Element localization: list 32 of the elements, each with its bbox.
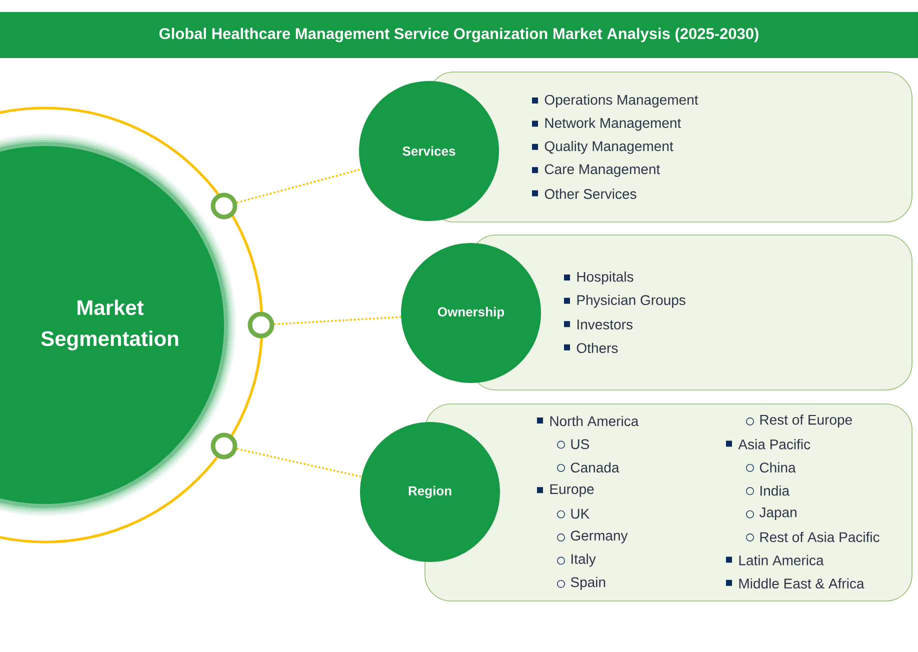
list-item: Investors: [564, 320, 632, 330]
ring-marker: [248, 312, 274, 338]
list-item: Middle East & Africa: [726, 578, 864, 589]
list-item: Other Services: [532, 188, 636, 199]
list-item: Network Management: [532, 118, 682, 131]
list-item: Japan: [746, 508, 796, 520]
list-item: Rest of Europe: [746, 414, 852, 428]
list-item: Hospitals: [564, 271, 634, 285]
connector-line: [274, 316, 401, 326]
list-item: North America: [537, 416, 639, 426]
list-item: Care Management: [532, 164, 660, 177]
list-item: Operations Management: [532, 94, 698, 108]
ring-marker: [210, 192, 238, 220]
list-item: Germany: [557, 530, 628, 544]
list-item: Europe: [537, 484, 594, 497]
ring-marker: [210, 432, 238, 460]
list-item: US: [557, 439, 590, 450]
list-item: Italy: [557, 554, 596, 567]
list-item: Others: [564, 342, 618, 354]
list-item: China: [746, 462, 796, 473]
list-item: Quality Management: [532, 140, 674, 154]
title-banner: Global Healthcare Management Service Organization Market Analysis (2025-2030): [0, 12, 918, 58]
connector-line: [236, 168, 362, 204]
list-item: Physician Groups: [564, 294, 686, 308]
list-item: Latin America: [726, 555, 824, 566]
list-item: India: [746, 485, 790, 496]
list-item: Asia Pacific: [726, 439, 810, 450]
list-item: UK: [557, 508, 590, 519]
connector-line: [236, 448, 362, 478]
list-item: Spain: [557, 576, 606, 590]
list-item: Rest of Asia Pacific: [746, 532, 880, 542]
list-item: Canada: [557, 462, 620, 473]
